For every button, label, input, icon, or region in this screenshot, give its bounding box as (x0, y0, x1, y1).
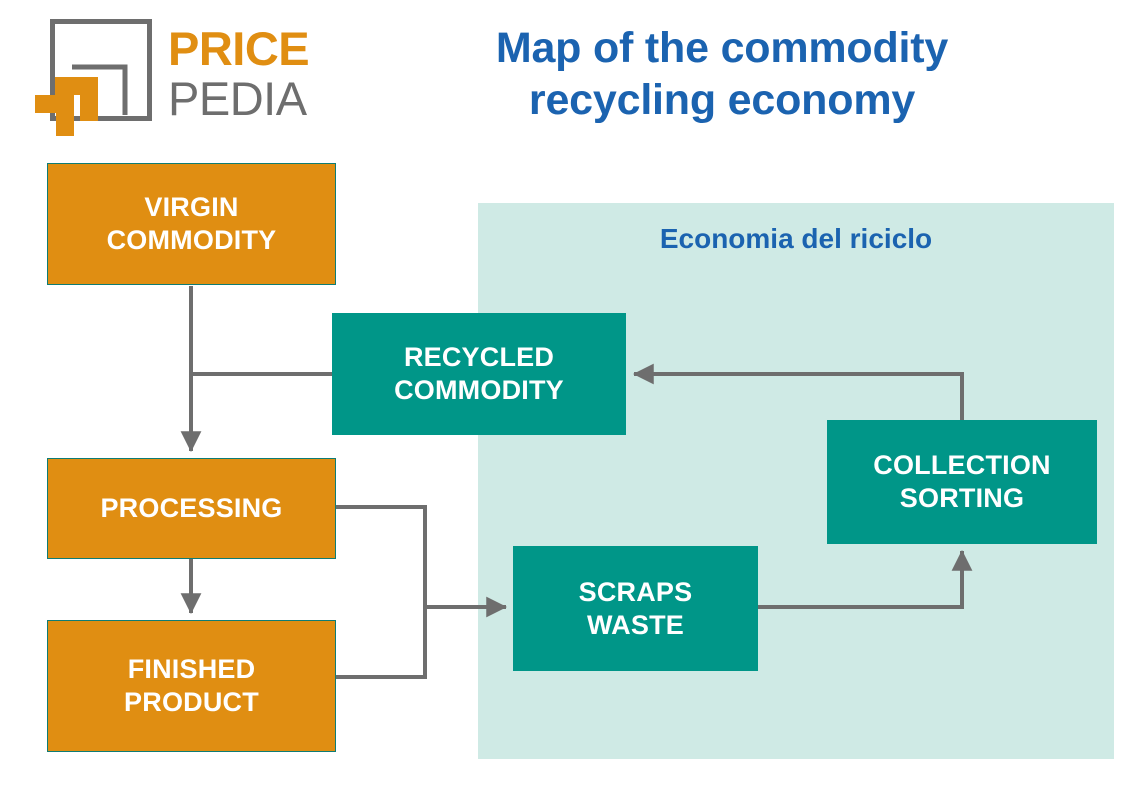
pricepedia-logo: PRICE PEDIA (35, 18, 335, 136)
page-title: Map of the commodity recycling economy (352, 22, 1092, 126)
node-finished-product-line-1: FINISHED (127, 654, 256, 684)
node-scraps-waste-line-1: SCRAPS (578, 576, 693, 607)
node-virgin-commodity-line-1: VIRGIN (144, 192, 239, 222)
header: PRICE PEDIA Map of the commodity recycli… (0, 0, 1121, 152)
node-recycled-commodity-line-1: RECYCLED (403, 342, 555, 372)
economia-del-riciclo-label: Economia del riciclo (659, 223, 933, 254)
node-processing-line-1: PROCESSING (100, 493, 283, 523)
node-virgin-commodity-line-2: COMMODITY (106, 225, 277, 255)
node-recycled-commodity-line-2: COMMODITY (394, 375, 564, 405)
node-virgin-commodity[interactable]: VIRGIN COMMODITY (47, 163, 336, 285)
node-collection-sorting-line-1: COLLECTION (873, 450, 1051, 480)
node-collection-sorting-line-2: SORTING (899, 483, 1025, 513)
page-title-line-1: Map of the commodity (495, 24, 949, 72)
node-collection-sorting[interactable]: COLLECTION SORTING (827, 420, 1097, 544)
page-title-line-2: recycling economy (528, 76, 916, 124)
logo-word-price: PRICE (168, 22, 310, 75)
node-recycled-commodity[interactable]: RECYCLED COMMODITY (332, 313, 626, 435)
connector-scraps-to-collection (758, 549, 973, 609)
pricepedia-wordmark: PRICE PEDIA (168, 24, 333, 132)
connector-finished-to-scraps (336, 607, 427, 679)
node-finished-product-line-2: PRODUCT (124, 687, 259, 717)
node-scraps-waste-line-2: WASTE (586, 609, 684, 640)
node-scraps-waste[interactable]: SCRAPS WASTE (513, 546, 758, 671)
logo-word-pedia: PEDIA (168, 72, 307, 125)
connector-collection-to-recycled (632, 363, 964, 420)
pricepedia-logo-mark-icon (35, 19, 152, 136)
node-processing[interactable]: PROCESSING (47, 458, 336, 559)
node-finished-product[interactable]: FINISHED PRODUCT (47, 620, 336, 752)
connector-processing-to-scraps (336, 505, 508, 618)
